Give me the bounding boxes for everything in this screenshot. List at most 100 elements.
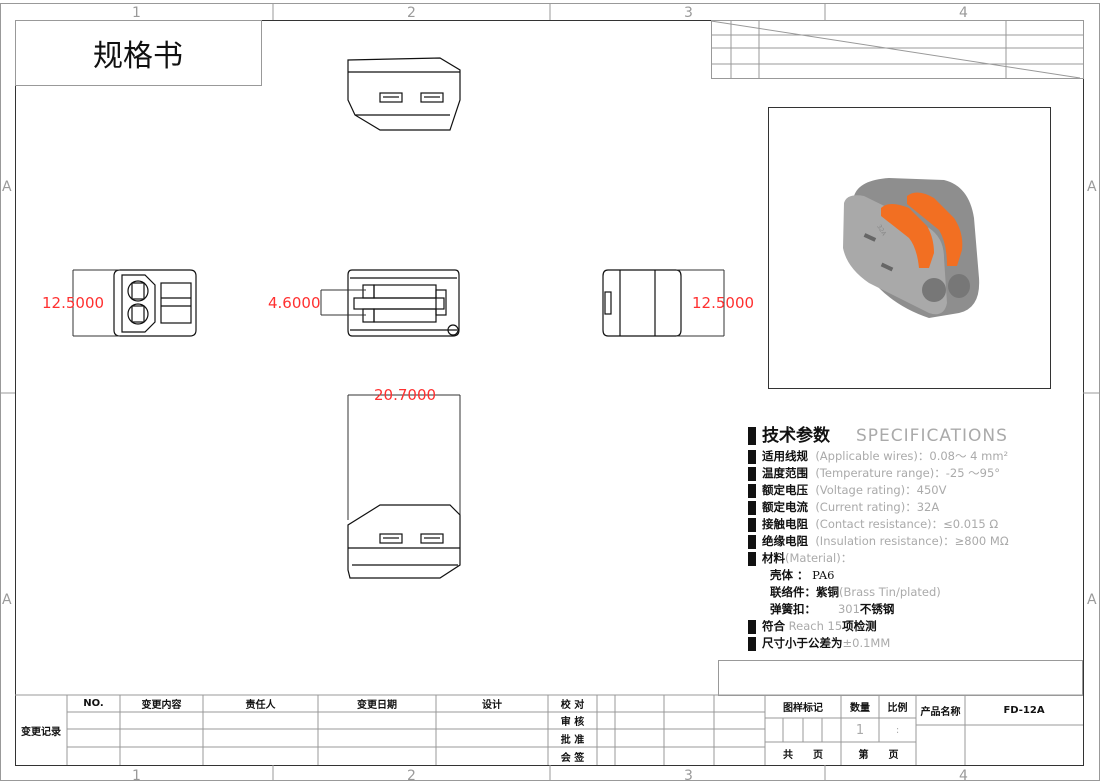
spec-label: 额定电流 xyxy=(762,500,808,514)
zone-label: A xyxy=(1087,592,1097,608)
dimension-width: 20.7000 xyxy=(374,386,436,404)
quantity-value: 1 xyxy=(855,722,865,738)
bullet-bar xyxy=(748,466,756,481)
specifications-block: 技术参数 SPECIFICATIONS 适用线规 (Applicable wir… xyxy=(748,424,1009,652)
spec-row: 额定电流 (Current rating)：32A xyxy=(748,499,1009,516)
title-box xyxy=(15,20,262,86)
bullet-bar xyxy=(748,636,756,651)
header-no: NO. xyxy=(83,698,104,709)
zone-label: A xyxy=(2,592,12,608)
spec-label: 温度范围 xyxy=(762,466,808,480)
page-number: 第 页 xyxy=(858,750,899,761)
material-label: 材料 xyxy=(762,551,785,565)
drawing-mark-label: 图样标记 xyxy=(783,703,823,714)
notes-box xyxy=(718,660,1083,696)
specs-heading-en: SPECIFICATIONS xyxy=(856,426,1008,446)
header-responsible: 责任人 xyxy=(245,700,276,711)
sign-approve: 批 准 xyxy=(560,734,585,746)
product-photo: 32A xyxy=(768,107,1051,389)
scale-label: 比例 xyxy=(887,703,908,714)
spec-label-en: (Current rating) xyxy=(815,500,906,514)
zone-label: A xyxy=(1087,179,1097,195)
reach-label: 符合 xyxy=(762,619,785,633)
front-view: 4.6000 xyxy=(268,269,460,337)
quantity-label: 数量 xyxy=(850,703,870,714)
page-title: 规格书 xyxy=(93,38,183,74)
left-view: 12.5000 xyxy=(42,269,197,337)
tolerance-row: 尺寸小于公差为±0.1MM xyxy=(748,635,1009,652)
bullet-bar xyxy=(748,551,756,566)
top-view xyxy=(347,57,461,131)
zone-label: 1 xyxy=(132,5,141,21)
reach-suffix: 项检测 xyxy=(842,619,877,633)
dimension-pitch: 4.6000 xyxy=(268,294,321,312)
bullet-bar xyxy=(748,534,756,549)
scale-value: : xyxy=(895,724,900,736)
material-value: (Brass Tin/plated) xyxy=(839,585,941,599)
bullet-bar xyxy=(748,427,756,445)
spec-value: ：-25 ～95° xyxy=(934,466,1001,480)
material-row: 材料(Material)： xyxy=(748,550,1009,567)
spec-row: 接触电阻 (Contact resistance)：≤0.015 Ω xyxy=(748,516,1009,533)
zone-label: 3 xyxy=(684,768,693,782)
zone-label: 4 xyxy=(959,768,968,782)
spec-row: 温度范围 (Temperature range)：-25 ～95° xyxy=(748,465,1009,482)
spec-value: ：450V xyxy=(905,483,947,497)
material-item: 壳体 ： PA6 xyxy=(748,567,1009,584)
sign-review: 审 核 xyxy=(560,717,585,728)
spec-value: ：0.08～ 4 mm² xyxy=(917,449,1009,463)
spec-value: ：≤0.015 Ω xyxy=(931,517,999,531)
spec-label-en: (Insulation resistance) xyxy=(815,534,944,548)
material-part: 弹簧扣： xyxy=(770,602,816,616)
material-value: 301 xyxy=(837,602,860,616)
zone-label: 3 xyxy=(684,5,693,21)
total-pages: 共 页 xyxy=(783,750,823,761)
zone-label: 4 xyxy=(959,5,968,21)
spec-label: 绝缘电阻 xyxy=(762,534,808,548)
right-view: 12.5000 xyxy=(602,269,754,337)
bullet-bar xyxy=(748,619,756,634)
bullet-bar xyxy=(748,500,756,515)
spec-row: 绝缘电阻 (Insulation resistance)：≥800 MΩ xyxy=(748,533,1009,550)
material-part: 联络件：紫铜 xyxy=(770,585,839,599)
tolerance-label: 尺寸小于公差为 xyxy=(762,636,843,650)
reach-value: Reach 15 xyxy=(788,619,843,633)
dimension-height-left: 12.5000 xyxy=(42,294,104,312)
spec-value: ：≥800 MΩ xyxy=(943,534,1009,548)
material-value: PA6 xyxy=(812,568,835,582)
product-name-value: FD-12A xyxy=(1003,704,1045,716)
specs-heading: 技术参数 SPECIFICATIONS xyxy=(748,424,1009,448)
material-item: 联络件：紫铜(Brass Tin/plated) xyxy=(748,584,1009,601)
zone-label: 2 xyxy=(407,5,416,21)
bullet-bar xyxy=(748,517,756,532)
material-part: 壳体 ： xyxy=(770,568,809,582)
zone-dividers xyxy=(0,3,1100,781)
spec-label: 接触电阻 xyxy=(762,517,808,531)
sign-countersign: 会 签 xyxy=(560,752,585,764)
header-design: 设计 xyxy=(482,700,502,711)
material-suffix: 不锈钢 xyxy=(859,602,895,616)
material-label-en: (Material)： xyxy=(785,551,853,565)
spec-value: ：32A xyxy=(905,500,940,514)
spec-label-en: (Temperature range) xyxy=(815,466,935,480)
bullet-bar xyxy=(748,449,756,464)
change-record-label: 变更记录 xyxy=(21,726,61,738)
bullet-bar xyxy=(748,483,756,498)
zone-label: A xyxy=(2,179,12,195)
header-change-date: 变更日期 xyxy=(357,700,397,711)
spec-row: 额定电压 (Voltage rating)：450V xyxy=(748,482,1009,499)
dimension-height-right: 12.5000 xyxy=(692,294,754,312)
spec-label-en: (Voltage rating) xyxy=(815,483,906,497)
product-name-label: 产品名称 xyxy=(920,706,961,718)
zone-label: 1 xyxy=(132,768,141,782)
header-change-content: 变更内容 xyxy=(141,700,182,711)
change-table-grid xyxy=(15,694,1083,765)
spec-label: 适用线规 xyxy=(762,449,808,463)
sign-check: 校 对 xyxy=(560,700,585,711)
revision-table-grid xyxy=(710,20,1084,79)
spec-row: 适用线规 (Applicable wires)：0.08～ 4 mm² xyxy=(748,448,1009,465)
spec-label-en: (Contact resistance) xyxy=(815,517,932,531)
zone-label: 2 xyxy=(407,768,416,782)
